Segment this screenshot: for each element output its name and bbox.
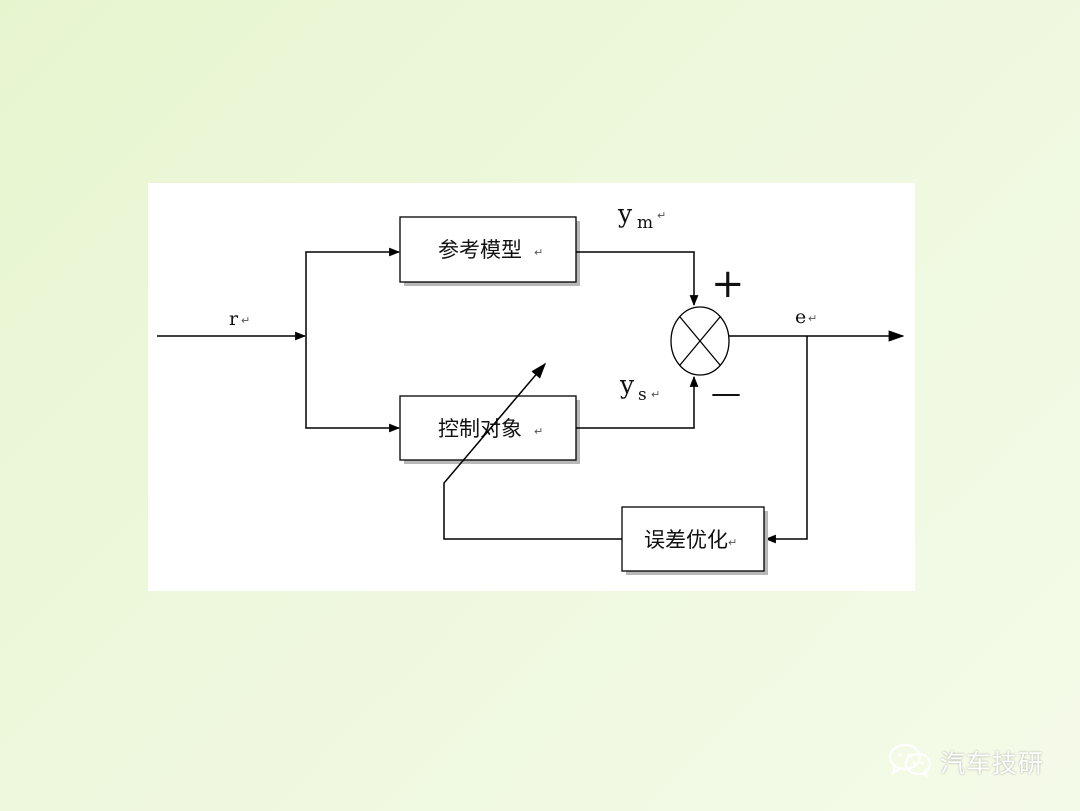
plant-output-subscript: s bbox=[638, 385, 647, 405]
watermark: 汽车技研 bbox=[888, 742, 1044, 782]
branch-to-controlled-object bbox=[305, 336, 401, 433]
minus-sign: — bbox=[711, 376, 741, 411]
controlled-object-block bbox=[399, 395, 577, 461]
plus-sign: + bbox=[711, 261, 745, 307]
plant-output-line bbox=[576, 375, 699, 429]
controlled-object-return-mark: ↵ bbox=[534, 425, 543, 438]
error-optimization-return-mark: ↵ bbox=[728, 536, 737, 549]
model-output-line bbox=[576, 251, 699, 307]
error-feedback-line bbox=[764, 336, 808, 544]
model-output-return-mark: ↵ bbox=[657, 209, 666, 222]
error-optimization-label: 误差优化 bbox=[644, 528, 728, 552]
wechat-icon bbox=[888, 743, 934, 781]
controlled-object-label: 控制对象 bbox=[438, 417, 522, 441]
plant-output-label: y bbox=[619, 370, 635, 399]
error-return-mark: ↵ bbox=[808, 312, 817, 325]
branch-to-reference-model bbox=[305, 247, 401, 336]
watermark-text: 汽车技研 bbox=[940, 749, 1045, 778]
input-return-mark: ↵ bbox=[241, 314, 250, 327]
model-output-subscript: m bbox=[637, 213, 653, 233]
model-output-label: y bbox=[617, 199, 633, 228]
plant-output-return-mark: ↵ bbox=[651, 388, 660, 401]
adaptation-line bbox=[443, 362, 622, 540]
reference-model-block bbox=[399, 216, 577, 283]
error-signal-label: e bbox=[795, 306, 806, 328]
summing-junction-cross-b bbox=[679, 316, 721, 366]
input-signal-label: r bbox=[229, 308, 239, 330]
reference-model-label: 参考模型 bbox=[438, 238, 522, 262]
reference-model-return-mark: ↵ bbox=[534, 246, 543, 259]
error-optimization-block bbox=[621, 506, 765, 572]
